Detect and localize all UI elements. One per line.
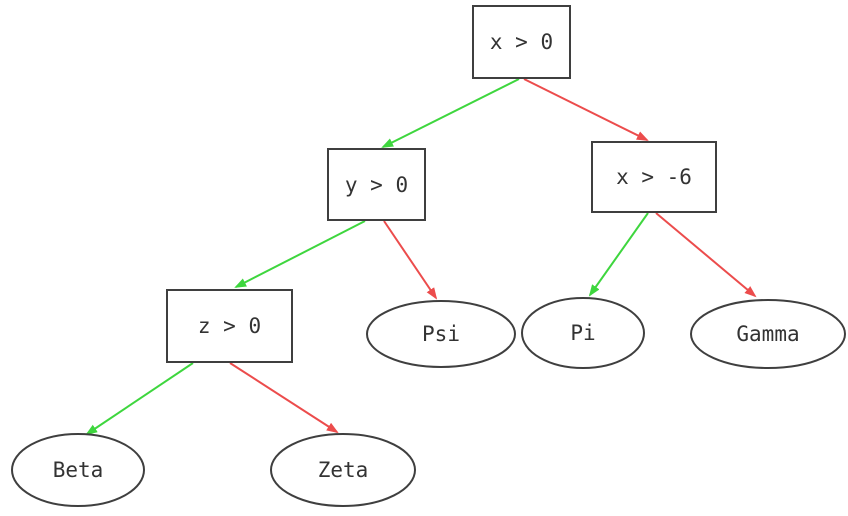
node-box-z-gt-0 [166,289,293,363]
leaf-label-zeta: Zeta [318,458,369,482]
node-label-x-gt-0: x > 0 [490,30,553,54]
leaf-ellipse-gamma [690,299,846,369]
leaf-zeta: Zeta [270,433,416,507]
node-box-x-gt-neg6 [591,141,717,213]
edge-x-gt-neg6-to-pi-true [588,212,649,297]
leaf-label-psi: Psi [422,322,460,346]
leaf-pi: Pi [521,297,645,369]
leaf-label-beta: Beta [53,458,104,482]
node-box-y-gt-0 [327,148,426,221]
edge-y-gt-0-to-z-gt-0-true [234,220,366,288]
node-label-y-gt-0: y > 0 [345,173,408,197]
edge-root-to-x-gt-neg6-false [523,78,649,141]
leaf-gamma: Gamma [690,299,846,369]
edge-z-gt-0-to-zeta-false [229,362,339,434]
node-x-gt-0: x > 0 [472,5,571,79]
node-x-gt-neg6: x > -6 [591,141,717,213]
edge-z-gt-0-to-beta-true [85,362,194,436]
edge-root-to-y-gt-0-true [381,78,520,148]
leaf-label-gamma: Gamma [736,322,799,346]
node-label-z-gt-0: z > 0 [198,314,261,338]
edge-x-gt-neg6-to-gamma-false [655,212,757,298]
node-label-x-gt-neg6: x > -6 [616,165,692,189]
leaf-label-pi: Pi [570,321,595,345]
node-y-gt-0: y > 0 [327,148,426,221]
leaf-psi: Psi [366,300,516,368]
edge-y-gt-0-to-psi-false [383,220,438,300]
leaf-ellipse-zeta [270,433,416,507]
node-z-gt-0: z > 0 [166,289,293,363]
leaf-beta: Beta [11,433,145,507]
leaf-ellipse-pi [521,297,645,369]
leaf-ellipse-beta [11,433,145,507]
leaf-ellipse-psi [366,300,516,368]
node-box-x-gt-0 [472,5,571,79]
